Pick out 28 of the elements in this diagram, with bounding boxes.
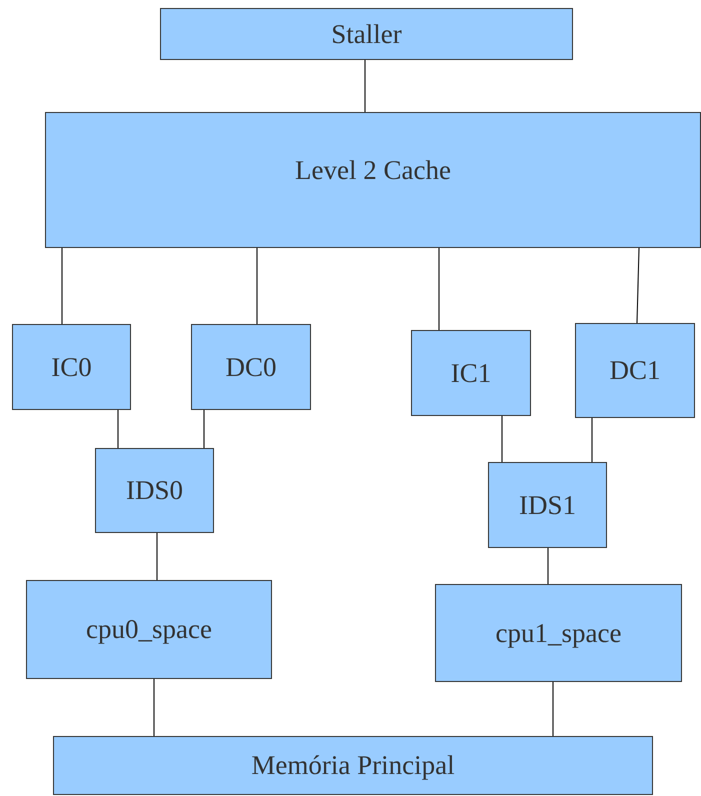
connector-line: [256, 248, 258, 324]
connector-line: [552, 682, 554, 736]
process-box: [575, 323, 695, 418]
box-label: cpu1_space: [496, 618, 622, 648]
connector-line: [438, 248, 440, 330]
box-label: cpu0_space: [86, 614, 212, 645]
process-box: [26, 580, 272, 679]
connector-line: [156, 532, 158, 580]
process-box: [12, 324, 131, 410]
box-label: DC1: [609, 355, 660, 386]
box-label: Staller: [331, 18, 402, 50]
process-box: [411, 330, 531, 416]
connector-line: [364, 60, 366, 112]
process-box: [488, 462, 607, 548]
process-box: [160, 8, 573, 60]
box-label: IDS0: [126, 475, 183, 506]
process-box: [53, 736, 653, 795]
box-label: IC0: [51, 352, 92, 382]
box-label: Level 2 Cache: [295, 154, 451, 186]
process-box: [435, 584, 682, 682]
process-box: [95, 448, 214, 533]
box-label: DC0: [225, 352, 276, 382]
box-label: Memória Principal: [251, 750, 455, 781]
box-label: IC1: [450, 358, 492, 388]
process-box: [191, 324, 311, 410]
process-box: [45, 112, 701, 248]
box-label: IDS1: [518, 490, 576, 520]
connector-line: [636, 248, 640, 324]
